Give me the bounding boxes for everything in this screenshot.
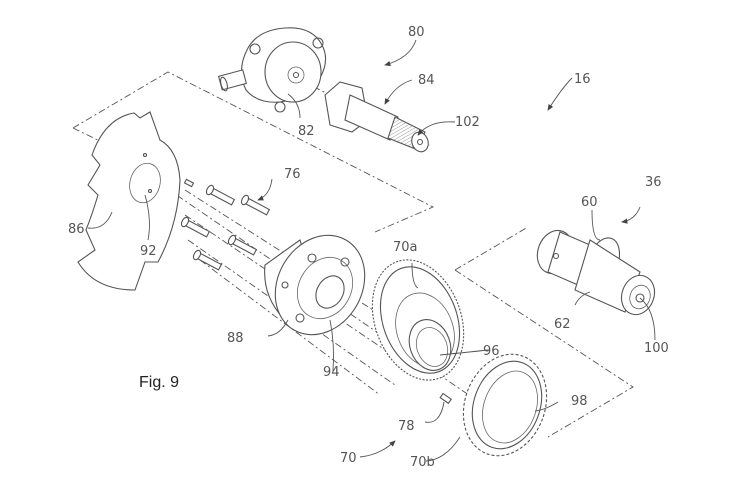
label-102: 102 bbox=[455, 115, 480, 130]
spline-shaft-84 bbox=[324, 81, 429, 153]
camshaft-36 bbox=[536, 229, 656, 316]
alignment-box-upper bbox=[72, 71, 435, 233]
phaser-housing-88 bbox=[264, 234, 366, 336]
actuator-housing-82 bbox=[217, 27, 327, 113]
label-86: 86 bbox=[68, 222, 85, 237]
label-70: 70 bbox=[340, 451, 357, 466]
label-76: 76 bbox=[284, 167, 301, 182]
dowel-pin-78 bbox=[439, 392, 453, 405]
gear-70b bbox=[462, 353, 548, 457]
bolts-76 bbox=[180, 178, 271, 271]
alignment-box-lower bbox=[454, 226, 634, 438]
label-98: 98 bbox=[571, 394, 588, 409]
label-70b: 70b bbox=[410, 455, 435, 470]
label-84: 84 bbox=[418, 73, 435, 88]
label-96: 96 bbox=[483, 344, 500, 359]
label-78: 78 bbox=[398, 419, 415, 434]
label-70a: 70a bbox=[393, 240, 418, 255]
label-62: 62 bbox=[554, 317, 571, 332]
label-88: 88 bbox=[227, 331, 244, 346]
label-100: 100 bbox=[644, 341, 669, 356]
label-60: 60 bbox=[581, 195, 598, 210]
trigger-plate-86 bbox=[77, 111, 181, 291]
label-16: 16 bbox=[574, 72, 591, 87]
leader-lines bbox=[87, 39, 656, 462]
label-36: 36 bbox=[645, 175, 662, 190]
label-92: 92 bbox=[140, 244, 157, 259]
gear-70a bbox=[371, 259, 465, 381]
label-94: 94 bbox=[323, 365, 340, 380]
label-82: 82 bbox=[298, 124, 315, 139]
label-80: 80 bbox=[408, 25, 425, 40]
figure-caption: Fig. 9 bbox=[139, 374, 179, 391]
